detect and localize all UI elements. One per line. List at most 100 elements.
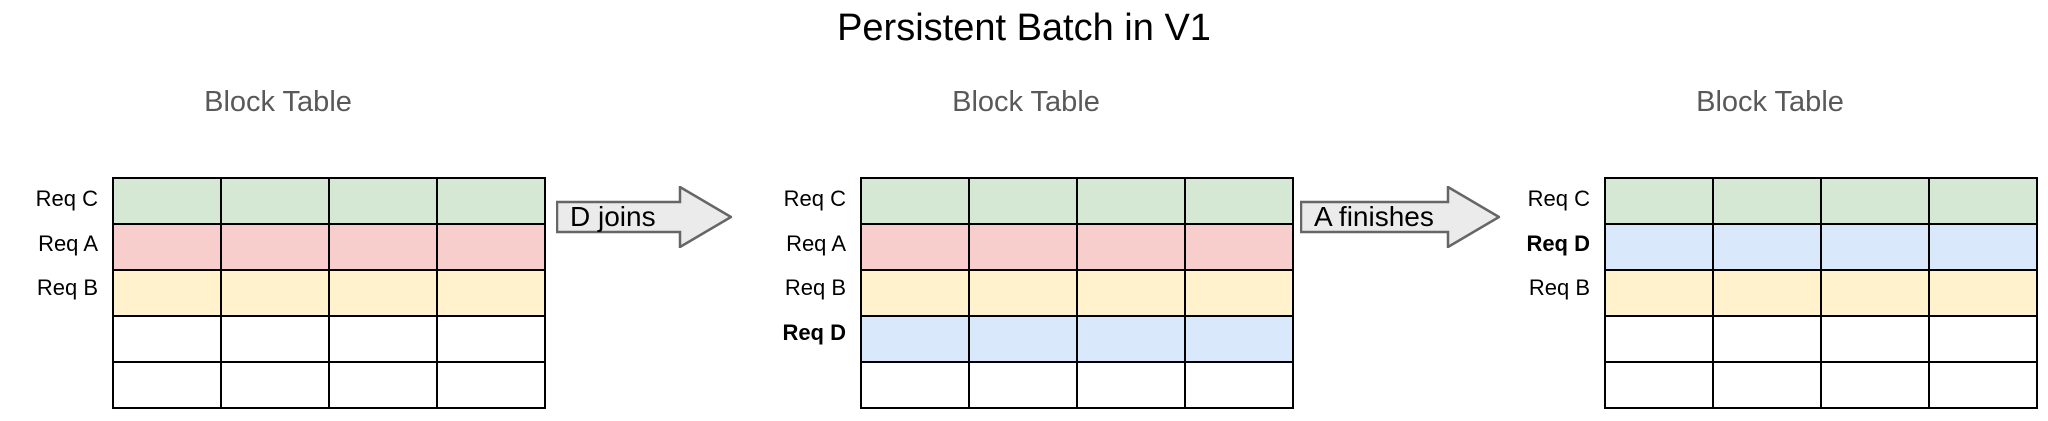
table-row: [112, 315, 546, 363]
block-cell: [220, 315, 330, 363]
row-label-column: Req C Req D Req B: [1492, 177, 1604, 400]
block-cell: [1604, 269, 1714, 317]
table-row: [860, 361, 1294, 409]
block-cell: [1928, 269, 2038, 317]
row-label-empty: [0, 355, 112, 400]
block-table-grid: [1604, 177, 2038, 409]
block-table: [860, 177, 1294, 409]
block-cell: [968, 269, 1078, 317]
block-cell: [1820, 223, 1930, 271]
block-cell: [220, 361, 330, 409]
row-label-req-b: Req B: [784, 275, 846, 301]
block-cell: [1604, 361, 1714, 409]
block-cell: [328, 177, 438, 225]
block-cell: [860, 361, 970, 409]
block-cell: [1604, 223, 1714, 271]
row-label-req-d: Req D: [1526, 230, 1590, 256]
block-table: [112, 177, 546, 409]
table-row: [860, 269, 1294, 317]
block-cell: [112, 269, 222, 317]
table-row: [1604, 315, 2038, 363]
block-cell: [436, 177, 546, 225]
block-cell: [1928, 177, 2038, 225]
table-row: [1604, 177, 2038, 225]
block-cell: [1820, 315, 1930, 363]
row-label-req-c: Req C: [1527, 186, 1590, 211]
table-row: [1604, 269, 2038, 317]
row-label-req-a: Req A: [38, 230, 98, 256]
row-label-req-c: Req C: [35, 186, 98, 211]
row-label-req-c: Req C: [783, 186, 846, 211]
row-label-req-d: Req D: [782, 319, 846, 345]
block-cell: [1076, 269, 1186, 317]
block-table-title: Block Table: [1696, 86, 1844, 118]
block-cell: [860, 223, 970, 271]
block-cell: [1928, 315, 2038, 363]
row-label-empty: [0, 311, 112, 356]
block-cell: [112, 177, 222, 225]
block-cell: [1184, 315, 1294, 363]
page-title: Persistent Batch in V1: [837, 7, 1211, 49]
arrow-shape: [556, 186, 732, 248]
block-cell: [968, 361, 1078, 409]
block-cell: [860, 315, 970, 363]
block-cell: [1076, 361, 1186, 409]
block-cell: [860, 269, 970, 317]
table-row: [860, 177, 1294, 225]
block-cell: [1928, 361, 2038, 409]
block-cell: [112, 315, 222, 363]
block-cell: [968, 177, 1078, 225]
block-cell: [328, 361, 438, 409]
block-cell: [1076, 315, 1186, 363]
block-cell: [220, 269, 330, 317]
block-cell: [1076, 177, 1186, 225]
table-row: [860, 315, 1294, 363]
transition-arrow-a-finishes: A finishes: [1300, 186, 1500, 248]
block-cell: [1820, 361, 1930, 409]
block-table-title: Block Table: [952, 86, 1100, 118]
block-cell: [436, 269, 546, 317]
block-cell: [1928, 223, 2038, 271]
block-cell: [860, 177, 970, 225]
block-cell: [1820, 177, 1930, 225]
row-label-req-b: Req B: [36, 275, 98, 301]
row-label-empty: [1492, 311, 1604, 356]
block-cell: [1712, 223, 1822, 271]
stage-after-a-finishes: Block Table Req C Req D Req B: [1492, 0, 2048, 421]
block-cell: [328, 223, 438, 271]
table-row: [112, 223, 546, 271]
table-row: [112, 177, 546, 225]
block-cell: [112, 223, 222, 271]
block-cell: [220, 177, 330, 225]
block-cell: [1076, 223, 1186, 271]
block-cell: [328, 269, 438, 317]
block-cell: [1184, 223, 1294, 271]
block-table-grid: [112, 177, 546, 409]
block-cell: [1184, 361, 1294, 409]
block-cell: [1604, 315, 1714, 363]
arrow-shape: [1300, 186, 1500, 248]
table-row: [1604, 223, 2038, 271]
block-cell: [220, 223, 330, 271]
block-cell: [1712, 269, 1822, 317]
block-cell: [1712, 315, 1822, 363]
table-row: [860, 223, 1294, 271]
row-label-empty: [1492, 355, 1604, 400]
row-label-req-b: Req B: [1528, 275, 1590, 301]
table-row: [112, 269, 546, 317]
table-row: [112, 361, 546, 409]
block-cell: [1184, 177, 1294, 225]
block-cell: [1604, 177, 1714, 225]
block-cell: [1184, 269, 1294, 317]
block-table-grid: [860, 177, 1294, 409]
block-cell: [436, 223, 546, 271]
block-cell: [1820, 269, 1930, 317]
block-cell: [1712, 361, 1822, 409]
block-cell: [328, 315, 438, 363]
block-cell: [968, 315, 1078, 363]
block-cell: [968, 223, 1078, 271]
